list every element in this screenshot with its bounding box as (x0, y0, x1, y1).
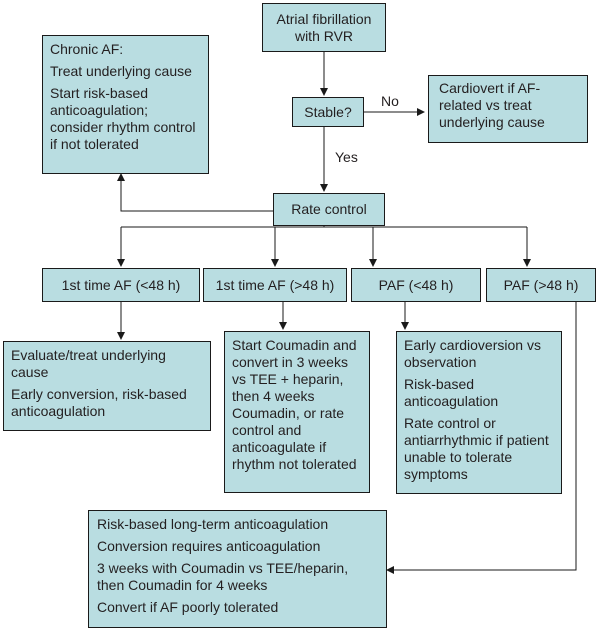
node-chronic-af: Chronic AF: Treat underlying cause Start… (42, 35, 209, 174)
node-atrial-fibrillation-line-1: Atrial fibrillation (276, 10, 372, 27)
node-paf-lt48: PAF (<48 h) (351, 268, 481, 302)
edge-paf-gt48-to-longterm (386, 302, 577, 574)
node-evaluate: Evaluate/treat underlying cause Early co… (3, 341, 211, 431)
node-early-cardioversion-line-2: Risk-based anticoagulation (404, 376, 499, 409)
node-atrial-fibrillation-line-2: with RVR (294, 27, 354, 44)
node-cardiovert-text: Cardiovert if AF- related vs treat under… (439, 80, 545, 130)
node-rate-control: Rate control (273, 193, 385, 226)
node-start-coumadin: Start Coumadin and convert in 3 weeks vs… (224, 331, 370, 493)
node-long-term-anticoagulation: Risk-based long-term anticoagulation Con… (88, 510, 387, 628)
node-paf-gt48: PAF (>48 h) (486, 268, 596, 302)
node-paf-gt48-label: PAF (>48 h) (503, 276, 579, 293)
node-long-term-line-4: Convert if AF poorly tolerated (97, 599, 279, 615)
node-early-cardioversion-line-3: Rate control or antiarrhythmic if patien… (404, 415, 549, 482)
node-evaluate-line-1: Evaluate/treat underlying cause (11, 347, 166, 380)
node-long-term-line-2: Conversion requires anticoagulation (97, 538, 321, 554)
edge-ratecontrol-to-chronic (117, 173, 273, 212)
node-chronic-af-line-2: Start risk-based anticoagulation; consid… (50, 85, 196, 152)
node-start-coumadin-text: Start Coumadin and convert in 3 weeks vs… (232, 337, 357, 472)
node-rate-control-label: Rate control (291, 201, 367, 217)
node-chronic-af-title: Chronic AF: (50, 41, 124, 57)
node-stable-label: Stable? (304, 103, 352, 120)
edge-label-no: No (381, 93, 399, 109)
node-paf-lt48-label: PAF (<48 h) (378, 276, 454, 293)
node-first-time-af-gt48: 1st time AF (>48 h) (203, 268, 347, 302)
node-evaluate-line-2: Early conversion, risk-based anticoagula… (11, 386, 187, 419)
node-first-time-af-lt48-label: 1st time AF (<48 h) (61, 276, 181, 293)
node-early-cardioversion-line-1: Early cardioversion vs observation (404, 337, 541, 370)
node-stable: Stable? (292, 97, 364, 127)
node-first-time-af-lt48: 1st time AF (<48 h) (42, 268, 200, 302)
edge-label-yes: Yes (335, 149, 358, 165)
node-early-cardioversion: Early cardioversion vs observation Risk-… (396, 331, 562, 494)
node-first-time-af-gt48-label: 1st time AF (>48 h) (215, 276, 335, 293)
node-atrial-fibrillation: Atrial fibrillation with RVR (262, 3, 386, 52)
node-long-term-line-1: Risk-based long-term anticoagulation (97, 516, 329, 532)
node-long-term-line-3: 3 weeks with Coumadin vs TEE/heparin, th… (97, 560, 349, 593)
node-chronic-af-line-1: Treat underlying cause (50, 63, 192, 79)
node-cardiovert: Cardiovert if AF- related vs treat under… (428, 75, 588, 143)
